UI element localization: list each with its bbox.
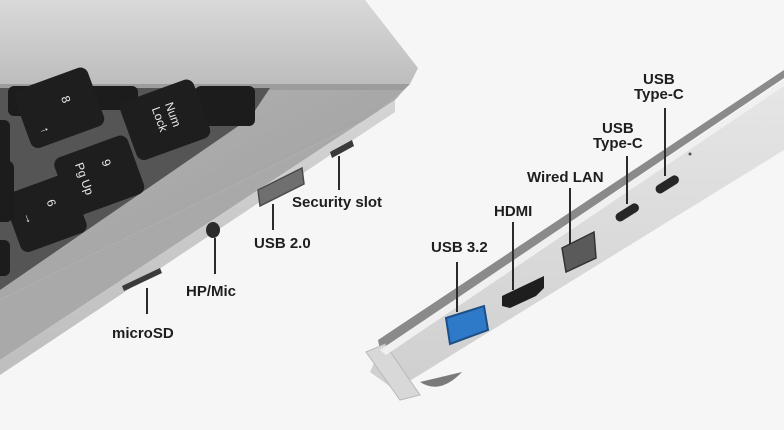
key-left-3 bbox=[0, 240, 10, 276]
key-top-3 bbox=[195, 86, 255, 126]
label-usb32: USB 3.2 bbox=[431, 239, 488, 256]
wired-lan-port bbox=[561, 230, 597, 274]
label-hdmi: HDMI bbox=[494, 203, 533, 220]
key-9-label: 9 bbox=[99, 157, 115, 168]
key-8-label: 8 bbox=[58, 94, 74, 105]
label-usbc-1-line2: Type-C bbox=[593, 135, 643, 152]
leader-hp-mic bbox=[214, 238, 216, 274]
right-laptop bbox=[365, 70, 784, 401]
label-security-slot: Security slot bbox=[292, 194, 383, 211]
security-slot-port bbox=[330, 140, 354, 158]
leader-usb32 bbox=[456, 262, 458, 312]
leader-security bbox=[338, 156, 340, 190]
key-right-label: → bbox=[21, 210, 38, 226]
right-hinge bbox=[365, 343, 421, 401]
right-foot bbox=[420, 372, 462, 387]
label-usbc-2: USB Type-C bbox=[634, 72, 684, 102]
microsd-slot bbox=[122, 268, 162, 291]
left-chassis-side bbox=[0, 90, 404, 360]
leader-usbc-1 bbox=[626, 156, 628, 204]
hp-mic-jack bbox=[206, 222, 220, 238]
label-usbc-1-line1: USB bbox=[602, 120, 634, 137]
key-8[interactable]: 8 ↑ bbox=[12, 65, 107, 150]
keyboard-keys: 8 ↑ Num Lock 9 Pg Up 6 → bbox=[0, 65, 255, 276]
key-num-lock[interactable]: Num Lock bbox=[118, 77, 213, 162]
key-left-2 bbox=[0, 160, 14, 222]
left-lid bbox=[0, 0, 418, 84]
label-microsd: microSD bbox=[112, 325, 174, 342]
label-hp-mic: HP/Mic bbox=[186, 283, 237, 300]
label-usbc-1: USB Type-C bbox=[593, 121, 643, 151]
usbc-port-2 bbox=[655, 175, 679, 194]
label-usb2: USB 2.0 bbox=[254, 235, 311, 252]
right-top-edge bbox=[380, 80, 784, 355]
usb2-port bbox=[257, 166, 305, 208]
label-usbc-2-line1: USB bbox=[643, 71, 675, 88]
right-lid bbox=[378, 70, 784, 350]
label-wired-lan: Wired LAN bbox=[527, 169, 604, 186]
key-6[interactable]: 6 → bbox=[2, 172, 89, 254]
usbc-port-1 bbox=[615, 203, 639, 222]
leader-usbc-2 bbox=[664, 108, 666, 176]
label-usbc-2-line2: Type-C bbox=[634, 86, 684, 103]
key-up-label: ↑ bbox=[37, 125, 52, 135]
hdmi-port bbox=[502, 276, 544, 308]
leader-microsd bbox=[146, 288, 148, 314]
leader-wired-lan bbox=[569, 188, 571, 244]
left-chassis-front bbox=[0, 100, 395, 375]
left-laptop: 8 ↑ Num Lock 9 Pg Up 6 → bbox=[0, 0, 418, 375]
leader-hdmi bbox=[512, 222, 514, 290]
leader-usb2 bbox=[272, 204, 274, 230]
usb32-port bbox=[444, 304, 490, 346]
status-led bbox=[688, 152, 692, 156]
key-6-label: 6 bbox=[44, 197, 60, 208]
key-9[interactable]: 9 Pg Up bbox=[52, 133, 147, 218]
